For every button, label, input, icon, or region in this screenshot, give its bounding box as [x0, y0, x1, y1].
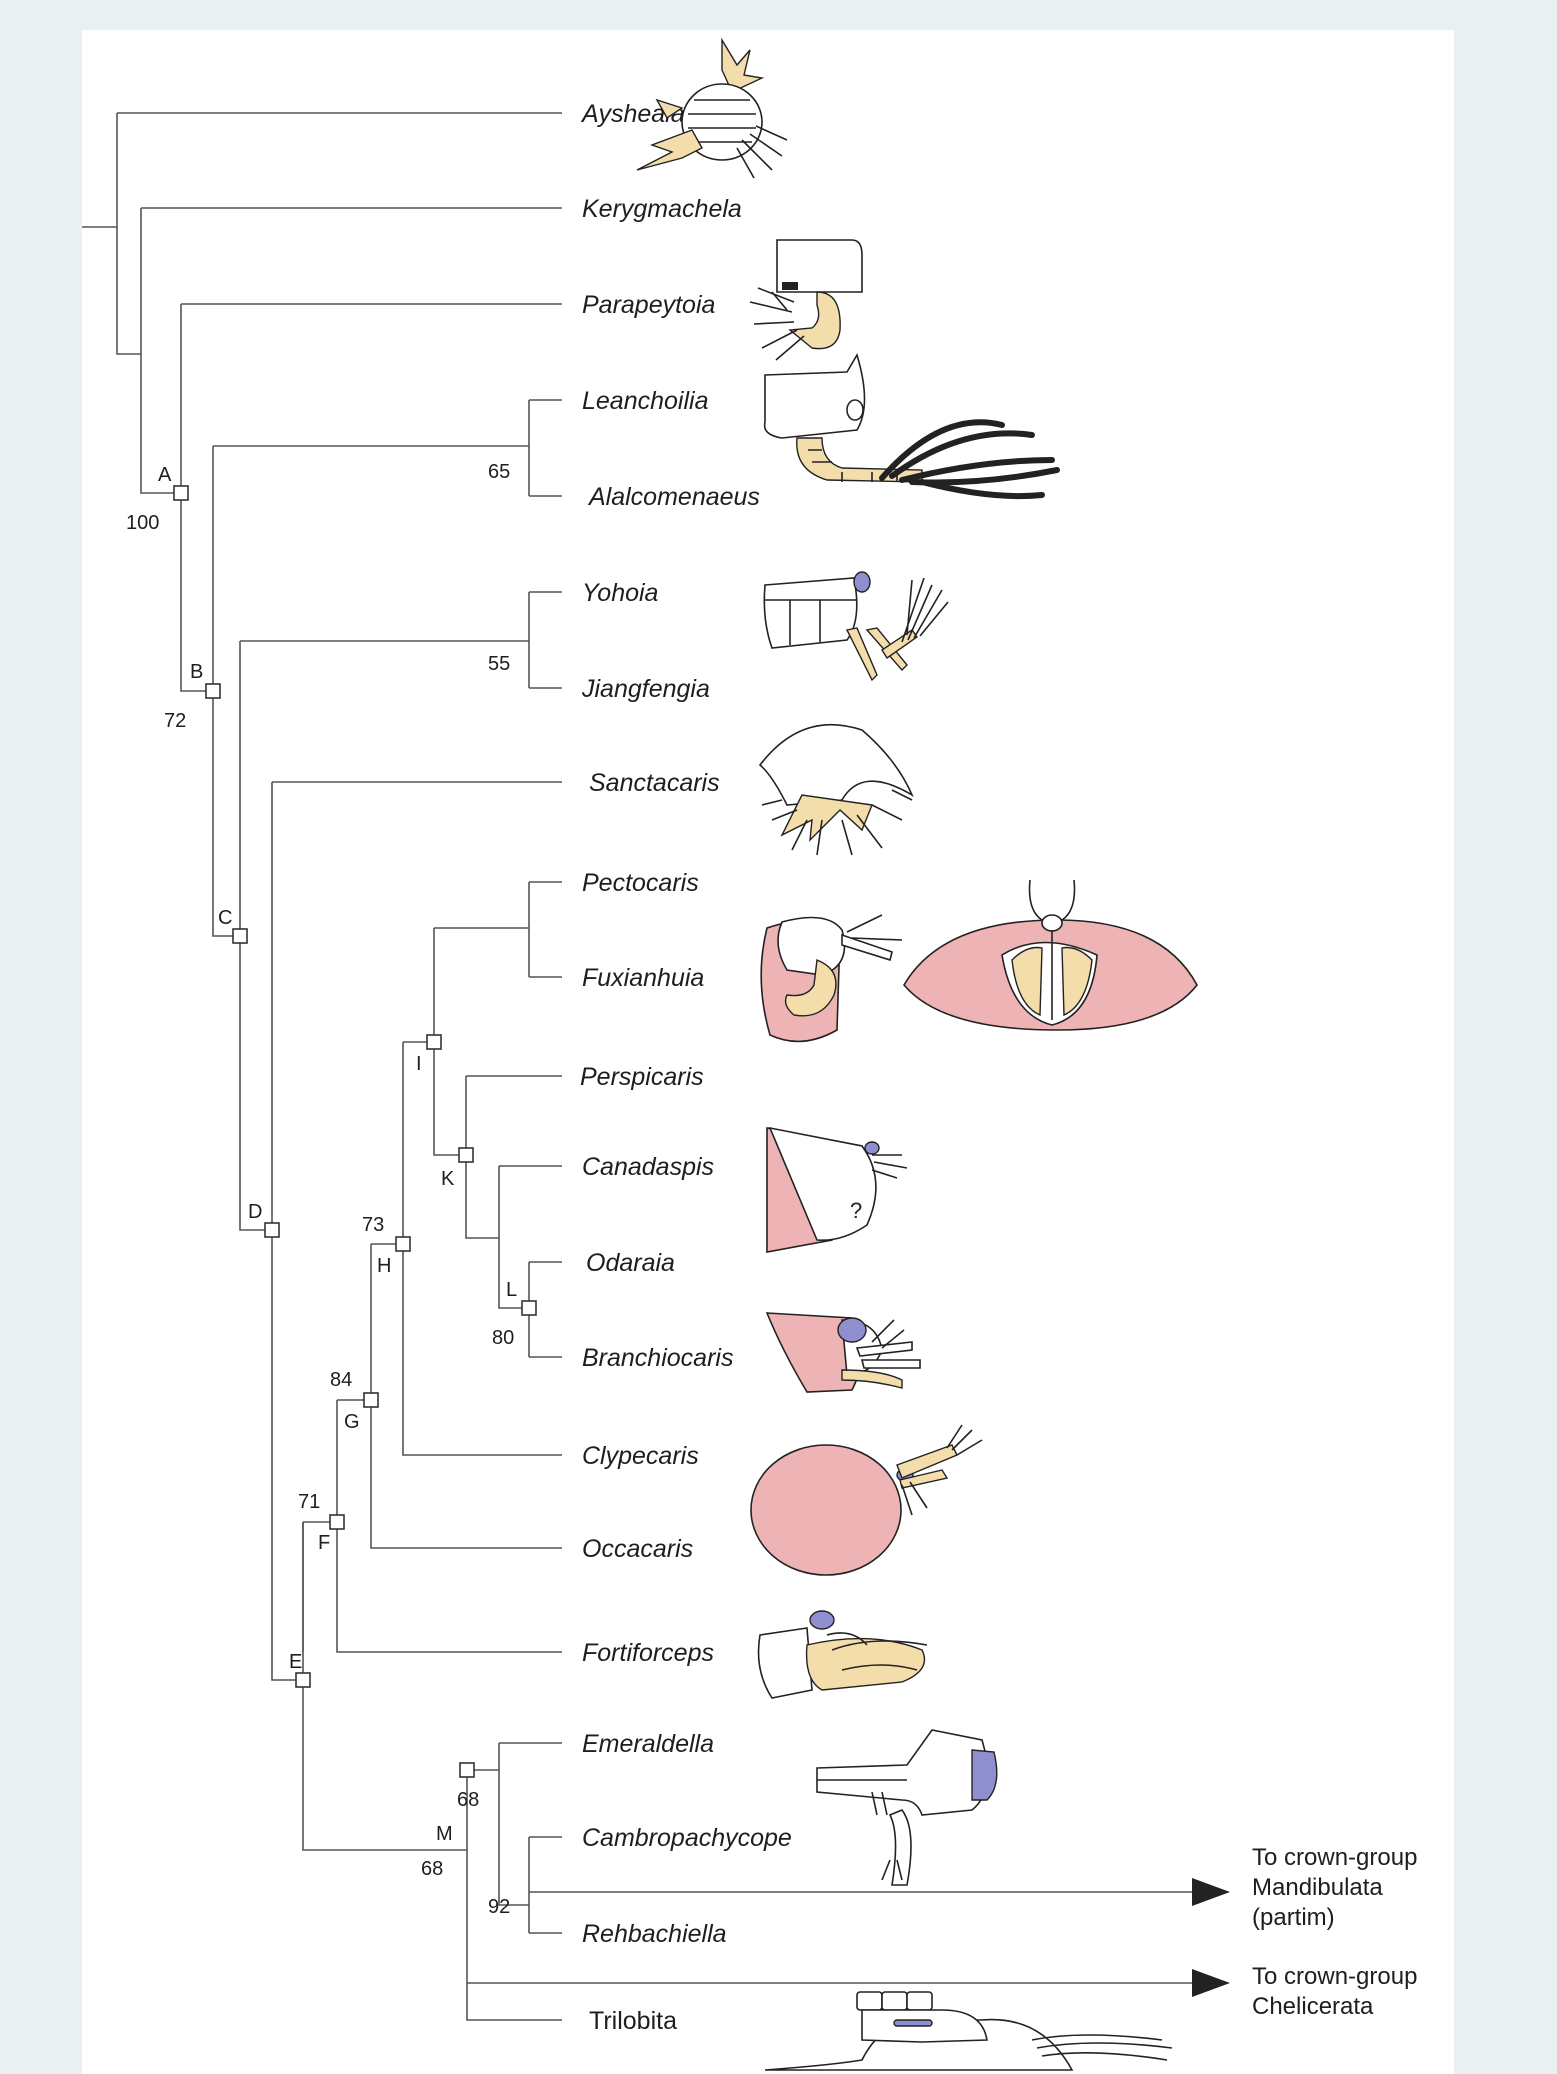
illustrations: ?: [637, 40, 1197, 2070]
node-support-b: 72: [164, 710, 186, 732]
root-split: [117, 113, 141, 354]
dest-mandibulata-line2: Mandibulata: [1252, 1874, 1383, 1901]
node-label-l: L: [506, 1279, 517, 1301]
support-leanchoilia-clade: 65: [488, 461, 510, 483]
taxon-label: Canadaspis: [582, 1153, 714, 1181]
taxon-label: Fuxianhuia: [582, 964, 704, 992]
taxon-label: Kerygmachela: [582, 195, 742, 223]
node-support-a: 100: [126, 512, 159, 534]
dest-mandibulata-line3: (partim): [1252, 1904, 1335, 1931]
trilobita-illustration: [765, 1992, 1172, 2070]
node-box-b: [206, 684, 220, 698]
node-box-i: [427, 1035, 441, 1049]
node-label-b: B: [190, 661, 203, 683]
dest-chelicerata-line1: To crown-group: [1252, 1963, 1417, 1990]
tree-branches: [82, 113, 562, 2020]
node-box-l: [522, 1301, 536, 1315]
support-cambropachycope-clade: 92: [488, 1896, 510, 1918]
node-box-d: [265, 1223, 279, 1237]
destination-labels: To crown-group Mandibulata (partim) To c…: [1252, 1844, 1417, 2020]
node-label-h: H: [377, 1255, 391, 1277]
taxon-label: Jiangfengia: [581, 675, 710, 703]
node-label-g: G: [344, 1411, 360, 1433]
node-label-c: C: [218, 907, 232, 929]
node-label-m: M: [436, 1823, 453, 1845]
svg-text:?: ?: [850, 1198, 862, 1223]
branch-clypecaris: [403, 1042, 562, 1455]
node-support-m-top: 68: [457, 1789, 479, 1811]
node-f-split: [303, 1522, 467, 1850]
node-labels: A 100 B 72 C D E 71 F 84 G 73 H I K L 80…: [126, 461, 517, 1918]
taxon-label: Odaraia: [586, 1249, 675, 1277]
branch-occacaris: [371, 1244, 562, 1548]
node-support-l: 80: [492, 1327, 514, 1349]
cladogram: A 100 B 72 C D E 71 F 84 G 73 H I K L 80…: [82, 30, 1454, 2074]
taxon-label: Emeraldella: [582, 1730, 714, 1758]
node-box-e: [296, 1673, 310, 1687]
taxon-label: Trilobita: [589, 2007, 677, 2035]
node-support-f: 71: [298, 1491, 320, 1513]
node-label-k: K: [441, 1168, 455, 1190]
dest-chelicerata-line2: Chelicerata: [1252, 1993, 1374, 2020]
occacaris-illustration: [751, 1425, 982, 1575]
taxon-label: Leanchoilia: [582, 387, 709, 415]
cambropachycope-illustration: [817, 1730, 997, 1885]
node-boxes: [174, 486, 536, 1777]
cladogram-panel: A 100 B 72 C D E 71 F 84 G 73 H I K L 80…: [82, 30, 1454, 2074]
node-a-split: [141, 208, 181, 493]
taxon-label: Clypecaris: [582, 1442, 699, 1470]
taxon-label: Perspicaris: [580, 1063, 704, 1091]
fortiforceps-illustration: [759, 1611, 928, 1698]
leanchoilia-illustration: [765, 355, 1057, 496]
support-yohoia-clade: 55: [488, 653, 510, 675]
taxon-label: Fortiforceps: [582, 1639, 714, 1667]
fuxianhuia-illustration: [761, 880, 1197, 1041]
node-box-k: [459, 1148, 473, 1162]
node-label-i: I: [416, 1053, 422, 1075]
node-box-m: [460, 1763, 474, 1777]
taxon-label: Yohoia: [582, 579, 659, 607]
parapeytoia-illustration: [750, 240, 862, 360]
node-support-m-bottom: 68: [421, 1858, 443, 1880]
canadaspis-illustration: ?: [767, 1128, 907, 1252]
node-box-h: [396, 1237, 410, 1251]
taxon-label: Parapeytoia: [582, 291, 716, 319]
node-m-split: [499, 1743, 529, 1905]
node-box-g: [364, 1393, 378, 1407]
sanctacaris-illustration: [760, 725, 912, 855]
taxon-label: Branchiocaris: [582, 1344, 733, 1372]
arrow-mandibulata-head: [1192, 1878, 1230, 1906]
taxon-label: Occacaris: [582, 1535, 693, 1563]
dest-mandibulata-line1: To crown-group: [1252, 1844, 1417, 1871]
node-label-e: E: [289, 1651, 302, 1673]
node-label-a: A: [158, 464, 172, 486]
node-label-f: F: [318, 1532, 330, 1554]
taxon-label: Sanctacaris: [589, 769, 720, 797]
yohoia-illustration: [764, 572, 948, 680]
taxon-label: Rehbachiella: [582, 1920, 727, 1948]
taxon-label: Cambropachycope: [582, 1824, 792, 1852]
node-support-h: 73: [362, 1214, 384, 1236]
node-box-c: [233, 929, 247, 943]
node-box-a: [174, 486, 188, 500]
node-label-d: D: [248, 1201, 262, 1223]
taxon-label: Pectocaris: [582, 869, 699, 897]
arrow-chelicerata-head: [1192, 1969, 1230, 1997]
taxon-labels: Aysheaia Kerygmachela Parapeytoia Leanch…: [580, 100, 792, 2035]
node-support-g: 84: [330, 1369, 352, 1391]
branchiocaris-illustration: [767, 1313, 920, 1392]
taxon-label: Alalcomenaeus: [587, 483, 760, 511]
node-box-f: [330, 1515, 344, 1529]
